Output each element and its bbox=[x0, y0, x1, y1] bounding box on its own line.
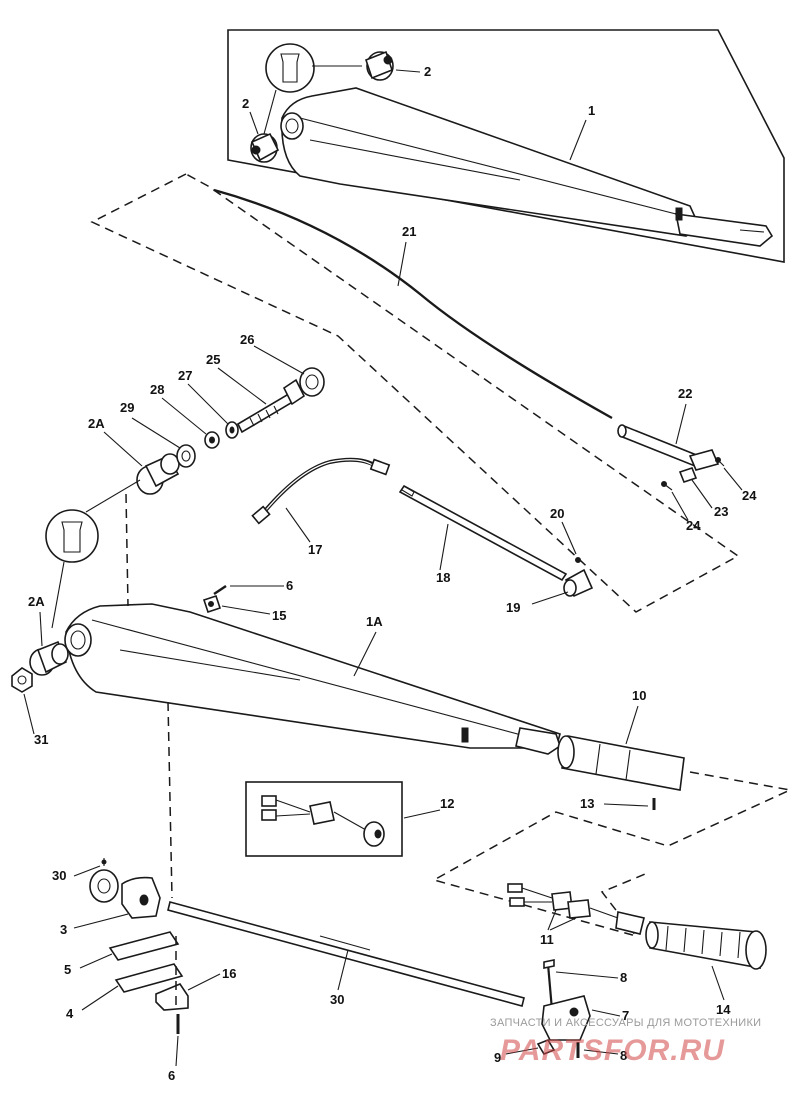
callout-6-upper: 6 bbox=[286, 578, 293, 593]
callout-22: 22 bbox=[678, 386, 692, 401]
callout-9: 9 bbox=[494, 1050, 501, 1065]
callout-30-lower: 30 bbox=[330, 992, 344, 1007]
nut-15 bbox=[202, 594, 222, 614]
screw-30-stack bbox=[101, 858, 107, 866]
tiller-handle-1 bbox=[280, 87, 774, 247]
bushing-2-upper bbox=[365, 50, 394, 81]
callout-5: 5 bbox=[64, 962, 71, 977]
callout-10: 10 bbox=[632, 688, 646, 703]
bushing-2a-upper bbox=[136, 453, 180, 495]
tiller-handle-1a bbox=[64, 603, 561, 755]
callout-2-lower: 2 bbox=[242, 96, 249, 111]
leader-shaft-dashed bbox=[167, 701, 173, 899]
callout-2a-lower: 2A bbox=[28, 594, 45, 609]
callout-24-a: 24 bbox=[742, 488, 757, 503]
callout-2-upper: 2 bbox=[424, 64, 431, 79]
callout-20: 20 bbox=[550, 506, 564, 521]
bushing-detail-circle-bottom bbox=[45, 509, 99, 563]
callout-29: 29 bbox=[120, 400, 134, 415]
washer-29 bbox=[176, 444, 196, 468]
callout-7: 7 bbox=[622, 1008, 629, 1023]
nut-9 bbox=[536, 1039, 556, 1055]
screw-24-a bbox=[715, 457, 725, 467]
bolt-8-upper bbox=[543, 959, 555, 1011]
callout-12: 12 bbox=[440, 796, 454, 811]
throttle-cable-17 bbox=[251, 457, 391, 525]
callout-8-upper: 8 bbox=[620, 970, 627, 985]
callout-26: 26 bbox=[240, 332, 254, 347]
callout-21: 21 bbox=[402, 224, 416, 239]
pin-20 bbox=[575, 557, 581, 563]
callout-11: 11 bbox=[540, 932, 554, 947]
screw-6-upper bbox=[213, 584, 227, 596]
callout-6-lower: 6 bbox=[168, 1068, 175, 1083]
washer-28 bbox=[204, 431, 220, 449]
bolt-25 bbox=[236, 378, 306, 434]
bracket-16 bbox=[155, 983, 189, 1011]
callout-13: 13 bbox=[580, 796, 594, 811]
wire-harness-11 bbox=[507, 883, 645, 935]
watermark-brand: PARTSFOR.RU bbox=[500, 1034, 725, 1067]
leader-2a-dashed bbox=[125, 493, 129, 607]
callout-1a: 1A bbox=[366, 614, 383, 629]
plate-4 bbox=[114, 963, 184, 993]
callout-1: 1 bbox=[588, 103, 595, 118]
shaft-18 bbox=[398, 484, 568, 582]
grip-14 bbox=[645, 921, 767, 970]
bushing-2a-lower bbox=[29, 640, 69, 676]
bushing-detail-circle-top bbox=[265, 43, 315, 93]
link-7 bbox=[541, 995, 591, 1041]
callout-8-lower: 8 bbox=[620, 1048, 627, 1063]
callout-23: 23 bbox=[714, 504, 728, 519]
callout-18: 18 bbox=[436, 570, 450, 585]
nut-31 bbox=[11, 667, 33, 693]
screw-24-b bbox=[661, 481, 673, 491]
callout-3: 3 bbox=[60, 922, 67, 937]
watermark-caption: ЗАПЧАСТИ И АКСЕССУАРЫ ДЛЯ МОТОТЕХНИКИ bbox=[490, 1017, 761, 1029]
callout-17: 17 bbox=[308, 542, 322, 557]
callout-19: 19 bbox=[506, 600, 520, 615]
shaft-30 bbox=[167, 901, 525, 1007]
gear-30 bbox=[89, 869, 119, 903]
kill-switch-inset-12 bbox=[245, 781, 403, 857]
callout-31: 31 bbox=[34, 732, 48, 747]
plate-5 bbox=[108, 931, 180, 961]
cable-21 bbox=[213, 188, 613, 420]
callout-28: 28 bbox=[150, 382, 164, 397]
bracket-3 bbox=[121, 876, 161, 919]
callout-30-upper: 30 bbox=[52, 868, 66, 883]
callout-4: 4 bbox=[66, 1006, 74, 1021]
callout-14: 14 bbox=[716, 1002, 731, 1017]
callout-16: 16 bbox=[222, 966, 236, 981]
callout-2a-upper: 2A bbox=[88, 416, 105, 431]
callout-25: 25 bbox=[206, 352, 220, 367]
bushing-26 bbox=[299, 367, 325, 397]
callout-24-b: 24 bbox=[686, 518, 701, 533]
dashed-group-cable bbox=[90, 173, 740, 613]
grip-sleeve-10 bbox=[557, 735, 685, 791]
cable-end-22 bbox=[617, 424, 720, 471]
top-inset-panel bbox=[227, 29, 785, 263]
dashed-group-grip bbox=[432, 771, 793, 938]
callout-27: 27 bbox=[178, 368, 192, 383]
washer-27 bbox=[225, 421, 239, 439]
callout-15: 15 bbox=[272, 608, 286, 623]
bushing-2-lower bbox=[250, 132, 280, 163]
sleeve-19 bbox=[563, 568, 594, 598]
clip-23 bbox=[678, 467, 698, 483]
